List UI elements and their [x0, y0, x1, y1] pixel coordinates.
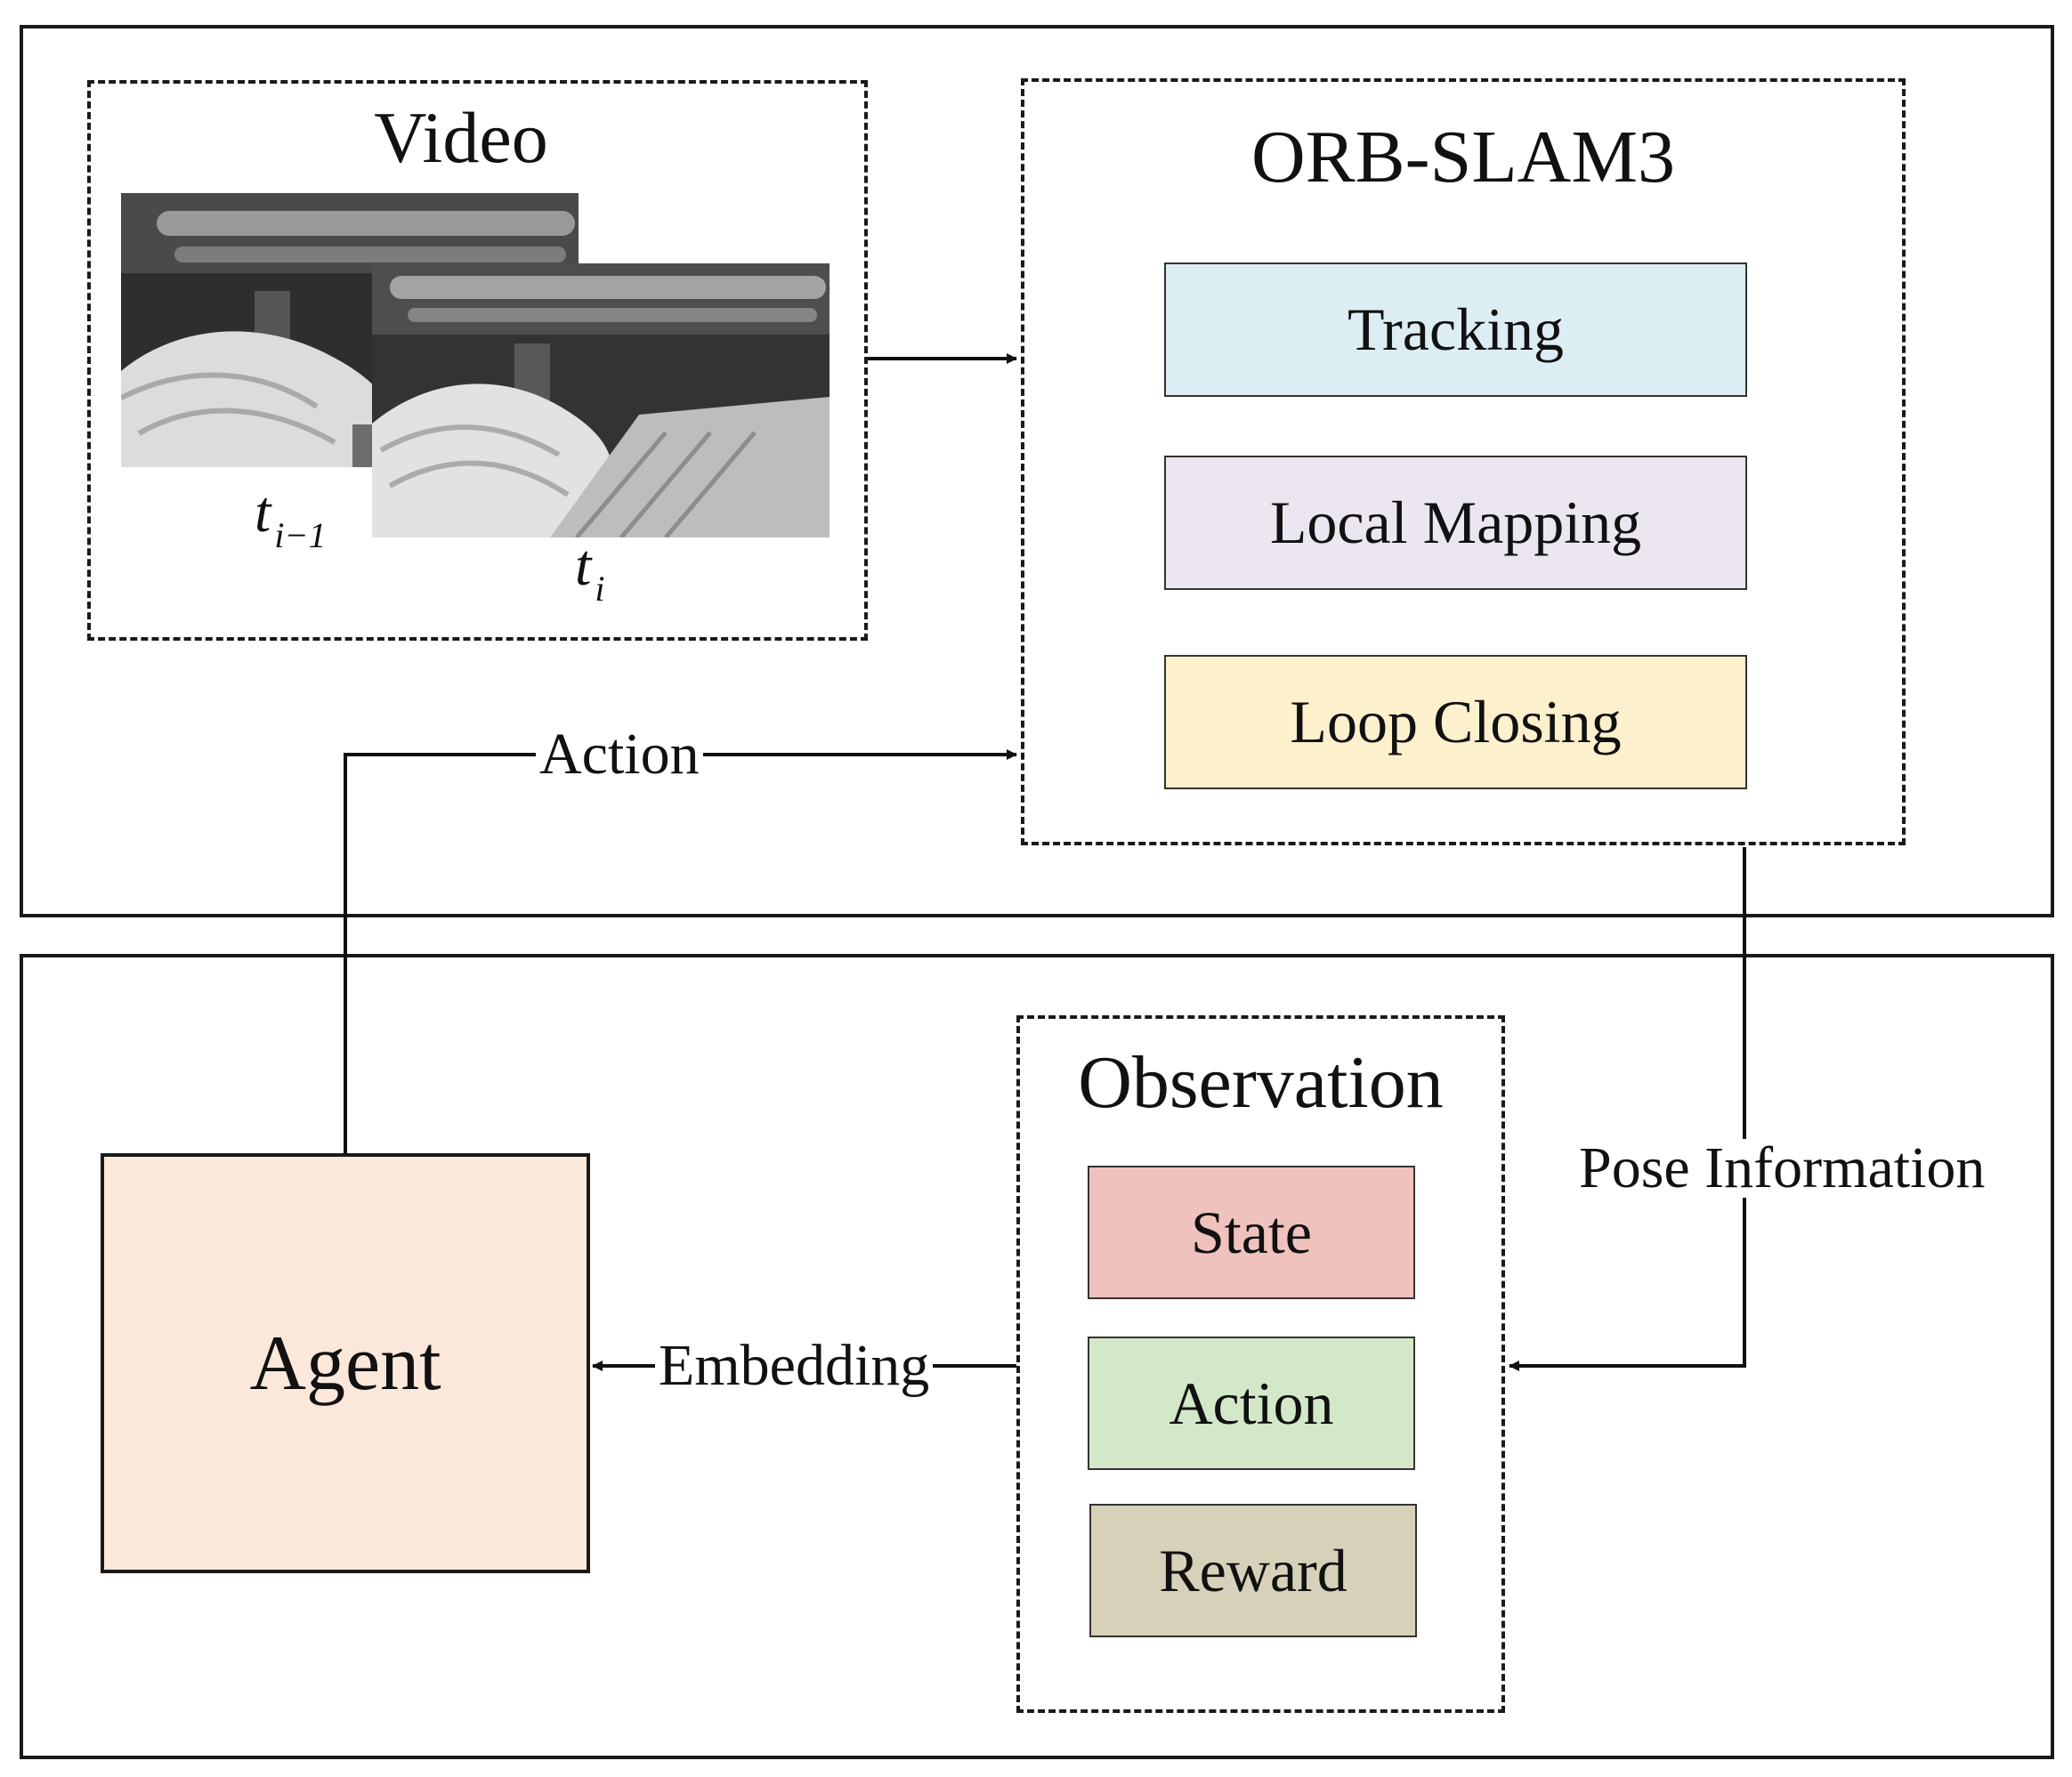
loop-closing-module: Loop Closing	[1164, 655, 1747, 789]
action-arrow	[344, 749, 1017, 1153]
local-mapping-module: Local Mapping	[1164, 456, 1747, 590]
environment-panel	[20, 25, 2054, 917]
pose-information-label: Pose Information	[1575, 1139, 1989, 1198]
reward-item: Reward	[1089, 1504, 1417, 1637]
action-item: Action	[1088, 1337, 1415, 1470]
pose-arrow	[1509, 847, 1746, 1371]
tracking-module: Tracking	[1164, 263, 1747, 397]
video-block	[87, 80, 868, 641]
observation-title: Observation	[1078, 1041, 1444, 1124]
video-title: Video	[374, 97, 548, 178]
observation-block	[1016, 1015, 1505, 1713]
action-flow-label: Action	[536, 725, 703, 784]
agent-panel	[20, 954, 2054, 1759]
orb-slam-title: ORB-SLAM3	[1250, 116, 1676, 198]
warehouse-image-current	[372, 263, 830, 537]
video-frame-current	[372, 263, 830, 537]
orb-slam-block	[1021, 78, 1906, 845]
embedding-flow-label: Embedding	[655, 1337, 934, 1395]
state-item: State	[1088, 1166, 1415, 1299]
agent-box: Agent	[101, 1153, 590, 1573]
